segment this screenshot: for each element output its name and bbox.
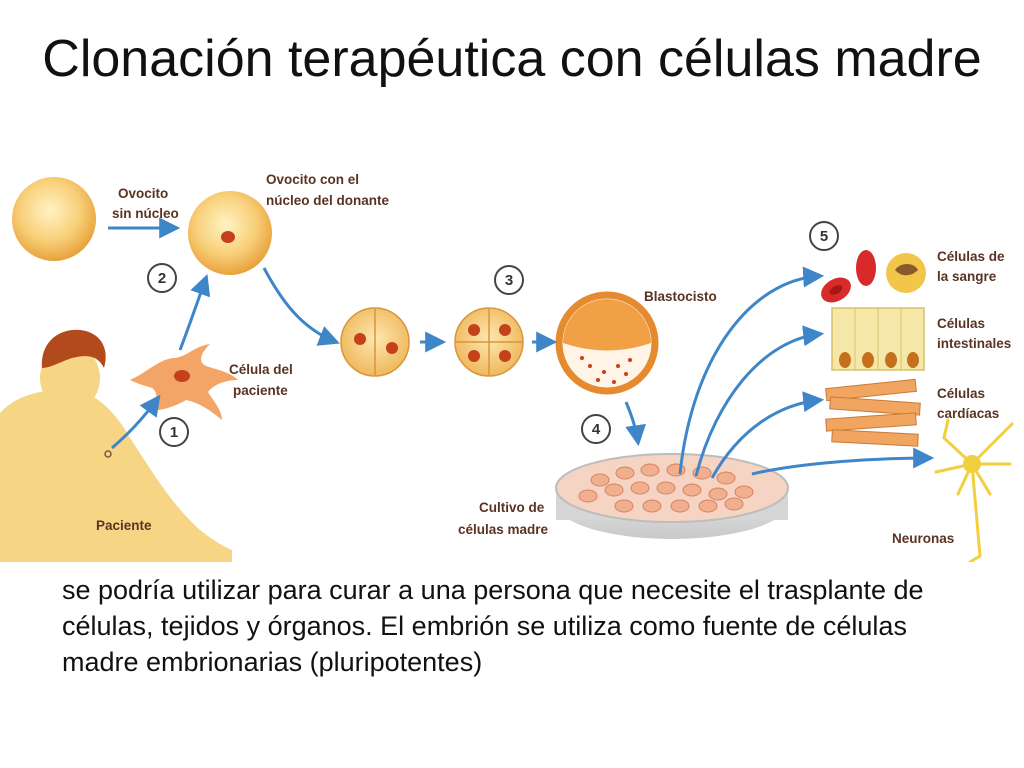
step-number-4: 4 <box>581 414 611 444</box>
therapeutic-cloning-diagram: 1 2 3 4 5 Ovocito sin núcleo Ovocito con… <box>0 172 1014 562</box>
oocyte-without-nucleus <box>12 177 96 261</box>
blood-cells <box>821 250 926 303</box>
svg-text:3: 3 <box>505 272 513 289</box>
cardiac-cells <box>825 378 921 447</box>
svg-text:4: 4 <box>592 421 601 438</box>
label-intestinal-cells: Células intestinales <box>937 316 1011 351</box>
process-arrows <box>108 217 935 479</box>
neuron <box>934 418 1014 562</box>
svg-text:2: 2 <box>158 270 166 287</box>
four-cell-embryo <box>454 307 524 377</box>
blastocyst <box>555 291 659 395</box>
label-blood-cells: Células de la sangre <box>937 249 1008 284</box>
label-oocyte-with-donor-nucleus: Ovocito con el núcleo del donante <box>266 172 390 208</box>
label-patient-cell: Célula del paciente <box>229 362 297 398</box>
slide-title: Clonación terapéutica con células madre <box>42 30 982 88</box>
label-stem-cell-culture: Cultivo de células madre <box>458 500 549 537</box>
label-cardiac-cells: Células cardíacas <box>937 386 999 421</box>
svg-text:5: 5 <box>820 228 828 245</box>
svg-text:1: 1 <box>170 424 178 441</box>
label-oocyte-without-nucleus: Ovocito sin núcleo <box>112 186 179 221</box>
label-patient: Paciente <box>96 518 152 533</box>
patient-figure <box>0 329 232 562</box>
slide-body-text: se podría utilizar para curar a una pers… <box>62 575 924 677</box>
intestinal-cells <box>831 307 925 371</box>
two-cell-embryo <box>340 307 410 377</box>
step-number-5: 5 <box>809 221 839 251</box>
culture-dish <box>555 453 789 539</box>
label-neurons: Neuronas <box>892 531 954 546</box>
step-number-1: 1 <box>159 417 189 447</box>
oocyte-with-donor-nucleus <box>188 191 272 275</box>
step-number-2: 2 <box>147 263 177 293</box>
patient-cell <box>130 344 238 420</box>
step-number-3: 3 <box>494 265 524 295</box>
label-blastocyst: Blastocisto <box>644 289 717 304</box>
